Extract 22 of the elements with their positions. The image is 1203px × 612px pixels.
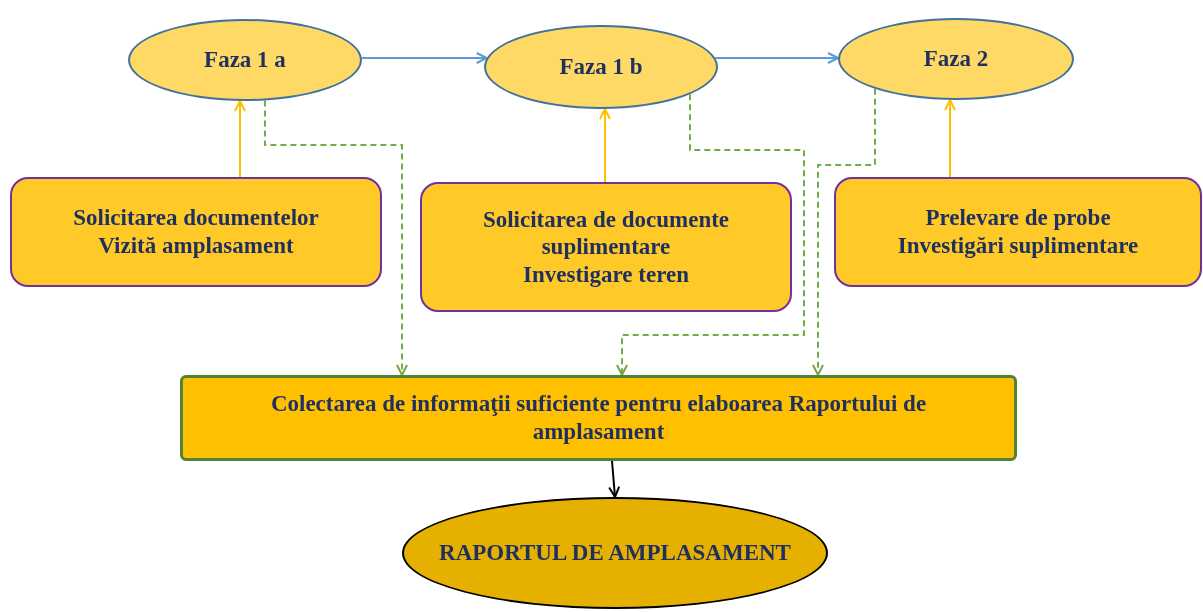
node-label: Investigări suplimentare bbox=[897, 232, 1139, 260]
arrow bbox=[264, 99, 408, 376]
node-label: Faza 1 b bbox=[559, 53, 643, 81]
node-label: Solicitarea documentelor bbox=[73, 204, 319, 232]
arrow bbox=[616, 93, 805, 376]
node-label: Prelevare de probe bbox=[925, 204, 1111, 232]
arrow bbox=[599, 108, 611, 183]
task-box bbox=[420, 182, 792, 312]
node-label: Colectarea de informaţii suficiente pentru elaboarea Raportului de amplasament bbox=[269, 390, 928, 446]
node-label: Solicitarea de documente suplimentare bbox=[481, 205, 731, 261]
node-label: Investigare teren bbox=[523, 260, 689, 289]
node-label: Faza 2 bbox=[923, 45, 989, 73]
arrow bbox=[812, 87, 876, 376]
node-label: RAPORTUL DE AMPLASAMENT bbox=[439, 539, 791, 567]
node-label: Faza 1 a bbox=[204, 46, 286, 74]
arrow bbox=[234, 99, 246, 178]
task-box bbox=[834, 177, 1202, 287]
process-box bbox=[180, 375, 1017, 461]
task-box bbox=[10, 177, 382, 287]
arrow bbox=[944, 98, 956, 178]
node-label: Vizită amplasament bbox=[98, 232, 294, 260]
arrow bbox=[608, 460, 621, 498]
